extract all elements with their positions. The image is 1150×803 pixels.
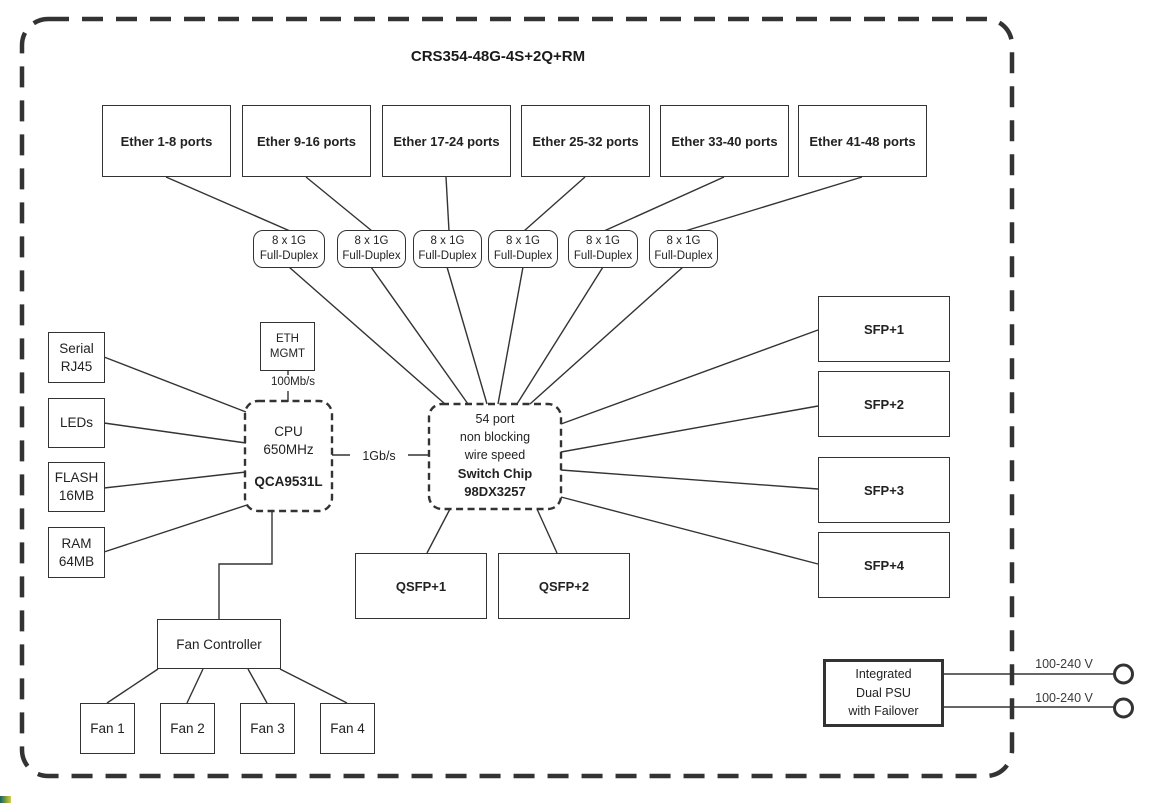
sfp-port-box: SFP+4 (818, 532, 950, 598)
ether-group-label: Ether 17-24 ports (393, 133, 500, 149)
ether-group-label: Ether 9-16 ports (257, 133, 356, 149)
sfp-port-label: SFP+2 (863, 396, 905, 412)
leds-label: LEDs (59, 415, 93, 431)
fan-box: Fan 1 (80, 703, 135, 754)
ac-inlet-icon (1113, 697, 1134, 719)
ac-inlet-icons (1113, 663, 1134, 719)
ether-group-label: Ether 33-40 ports (671, 133, 778, 149)
leds-box: LEDs (48, 398, 105, 448)
lane-capacity-badge: 8 x 1G Full-Duplex (649, 230, 718, 268)
cpu-chip-label: QCA9531L (254, 474, 323, 490)
sfp-port-label: SFP+1 (863, 321, 905, 337)
eth-mgmt-label: ETH MGMT (269, 332, 306, 360)
cpu-box: CPU 650MHz QCA9531L (245, 401, 332, 511)
ether-group-label: Ether 41-48 ports (809, 133, 916, 149)
flash-label: FLASH 16MB (54, 470, 99, 503)
sfp-port-box: SFP+3 (818, 457, 950, 523)
fan-controller-box: Fan Controller (157, 619, 281, 669)
ether-group-box: Ether 17-24 ports (382, 105, 511, 177)
psu-box: Integrated Dual PSU with Failover (823, 659, 944, 727)
cpu-switch-link-speed-label: 1Gb/s (350, 448, 408, 465)
switch-chip-box: 54 port non blocking wire speed Switch C… (429, 404, 561, 509)
psu-input-voltage-label: 100-240 V (1035, 657, 1093, 671)
fan-label: Fan 4 (330, 721, 365, 736)
lane-capacity-badge: 8 x 1G Full-Duplex (253, 230, 325, 268)
ether-group-box: Ether 33-40 ports (660, 105, 789, 177)
ram-box: RAM 64MB (48, 527, 105, 578)
lane-capacity-label: 8 x 1G Full-Duplex (654, 235, 713, 262)
ether-group-label: Ether 1-8 ports (120, 133, 213, 149)
qsfp-port-box: QSFP+2 (498, 553, 630, 619)
qsfp-port-label: QSFP+2 (538, 578, 590, 594)
fan-controller-label: Fan Controller (176, 636, 262, 652)
switch-chip-name-label: Switch Chip 98DX3257 (457, 465, 533, 500)
lane-capacity-badge: 8 x 1G Full-Duplex (413, 230, 482, 268)
lane-capacity-label: 8 x 1G Full-Duplex (342, 235, 401, 262)
mgmt-link-speed-label: 100Mb/s (258, 375, 328, 391)
sfp-port-box: SFP+2 (818, 371, 950, 437)
flash-box: FLASH 16MB (48, 462, 105, 512)
lane-capacity-badge: 8 x 1G Full-Duplex (568, 230, 638, 268)
ram-label: RAM 64MB (58, 535, 95, 569)
lane-capacity-badge: 8 x 1G Full-Duplex (337, 230, 406, 268)
serial-port-box: Serial RJ45 (48, 332, 105, 383)
psu-label: Integrated Dual PSU with Failover (848, 666, 919, 719)
lane-capacity-badge: 8 x 1G Full-Duplex (488, 230, 558, 268)
chassis-boundary (19, 16, 1015, 779)
fan-box: Fan 4 (320, 703, 375, 754)
qsfp-port-label: QSFP+1 (395, 578, 447, 594)
fan-box: Fan 3 (240, 703, 295, 754)
ether-group-box: Ether 41-48 ports (798, 105, 927, 177)
fan-box: Fan 2 (160, 703, 215, 754)
lane-capacity-label: 8 x 1G Full-Duplex (573, 235, 633, 262)
lane-capacity-label: 8 x 1G Full-Duplex (493, 235, 553, 262)
lane-capacity-label: 8 x 1G Full-Duplex (418, 235, 477, 262)
ac-inlet-icon (1113, 663, 1134, 685)
fan-label: Fan 3 (250, 721, 285, 736)
lane-capacity-label: 8 x 1G Full-Duplex (259, 235, 319, 262)
sfp-port-label: SFP+3 (863, 482, 905, 498)
ether-group-box: Ether 25-32 ports (521, 105, 650, 177)
corner-scan-artifact (0, 796, 11, 803)
cpu-desc-label: CPU 650MHz (263, 423, 314, 457)
fan-label: Fan 1 (90, 721, 125, 736)
diagram-title: CRS354-48G-4S+2Q+RM (410, 48, 586, 65)
serial-port-label: Serial RJ45 (59, 340, 94, 374)
qsfp-port-box: QSFP+1 (355, 553, 487, 619)
sfp-port-label: SFP+4 (863, 557, 905, 573)
fan-label: Fan 2 (170, 721, 205, 736)
switch-chip-desc-label: 54 port non blocking wire speed (459, 412, 531, 462)
ether-group-label: Ether 25-32 ports (532, 133, 639, 149)
ether-group-box: Ether 9-16 ports (242, 105, 371, 177)
ether-group-box: Ether 1-8 ports (102, 105, 231, 177)
psu-input-voltage-label: 100-240 V (1035, 691, 1093, 705)
sfp-port-box: SFP+1 (818, 296, 950, 362)
eth-mgmt-box: ETH MGMT (260, 322, 315, 371)
